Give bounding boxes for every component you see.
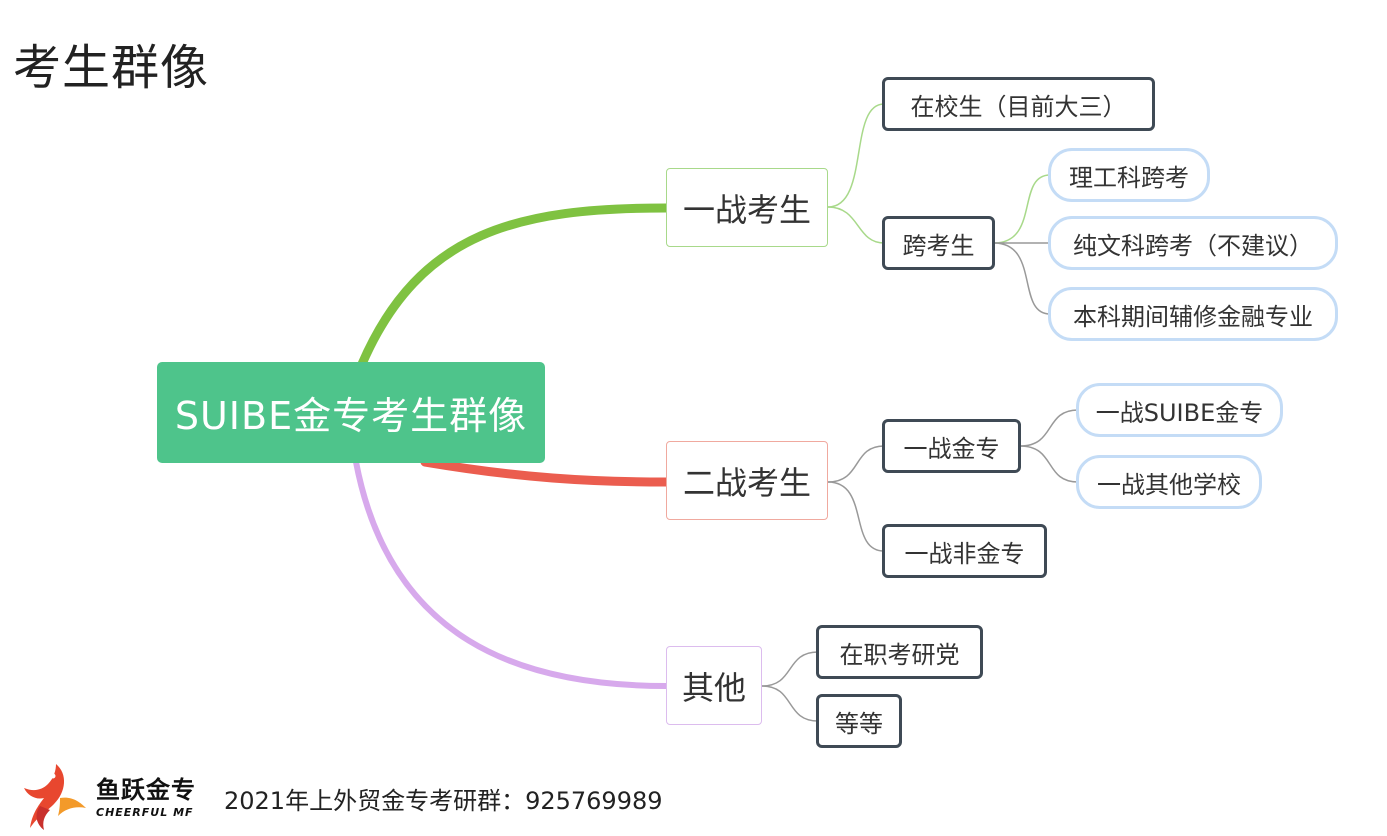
branch-node-1[interactable]: 一战考生 [666,168,828,247]
sub-node-6[interactable]: 等等 [816,694,902,748]
root-node[interactable]: SUIBE金专考生群像 [157,362,545,463]
branch-connector-1 [357,203,671,369]
leaf-node-1[interactable]: 理工科跨考 [1048,148,1210,202]
sub-node-5[interactable]: 在职考研党 [816,625,983,679]
sub-node-4[interactable]: 一战非金专 [882,524,1047,578]
leaf-connector-5 [1019,445,1079,483]
sub-node-2[interactable]: 跨考生 [882,216,995,270]
branch-connector-2 [420,457,671,487]
leaf-connector-4 [1019,409,1079,447]
sub-connector-6 [761,685,819,722]
sub-connector-3 [827,445,885,483]
leaf-connector-3 [993,242,1051,315]
leaf-node-5[interactable]: 一战其他学校 [1076,455,1262,509]
fish-logo-icon [24,764,86,830]
sub-connector-5 [761,651,819,687]
sub-connector-2 [827,206,885,244]
leaf-node-3[interactable]: 本科期间辅修金融专业 [1048,287,1338,341]
branch-node-3[interactable]: 其他 [666,646,762,725]
branch-connector-3 [353,459,669,689]
sub-node-1[interactable]: 在校生（目前大三） [882,77,1155,131]
leaf-connector-1 [993,174,1051,244]
sub-connector-1 [827,103,885,208]
leaf-node-2[interactable]: 纯文科跨考（不建议） [1048,216,1338,270]
footer-text: 2021年上外贸金专考研群：925769989 [224,787,663,815]
branch-node-2[interactable]: 二战考生 [666,441,828,520]
logo-text: 鱼跃金专 [96,776,196,804]
page-title: 考生群像 [13,40,210,96]
logo-subtext: CHEERFUL MF [96,806,194,819]
sub-connector-4 [827,481,885,552]
leaf-node-4[interactable]: 一战SUIBE金专 [1076,383,1283,437]
sub-node-3[interactable]: 一战金专 [882,419,1021,473]
